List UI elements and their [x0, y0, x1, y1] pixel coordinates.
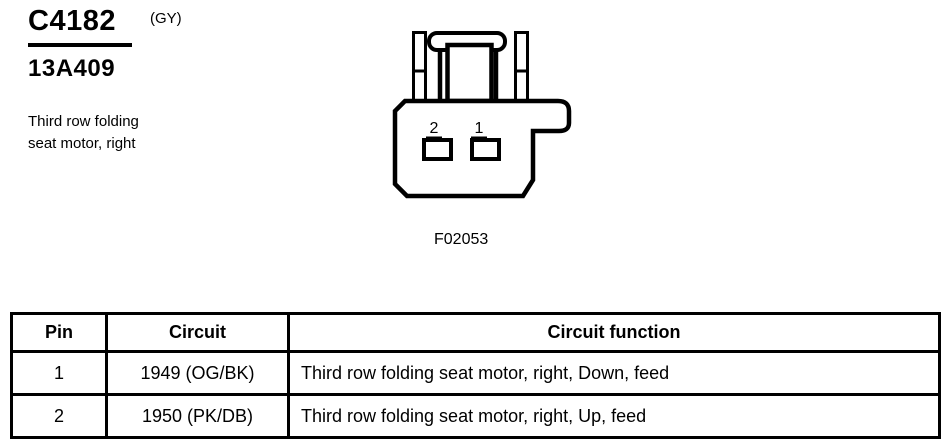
- pin-table-container: Pin Circuit Circuit function 1 1949 (OG/…: [10, 312, 941, 439]
- header-cell-circuit: Circuit: [105, 312, 290, 353]
- header-cell-circuit-function: Circuit function: [287, 312, 941, 353]
- part-number: 13A409: [28, 55, 116, 82]
- pin-cavity-2: [422, 138, 453, 161]
- left-index-rail: [412, 31, 427, 103]
- pin-label-2: 2: [430, 120, 439, 137]
- circuit-function-cell: Third row folding seat motor, right, Up,…: [287, 393, 941, 439]
- header-cell-pin: Pin: [10, 312, 108, 353]
- table-row: 2 1950 (PK/DB) Third row folding seat mo…: [10, 393, 941, 439]
- circuit-cell: 1950 (PK/DB): [105, 393, 290, 439]
- right-index-rail: [514, 31, 529, 103]
- pin-cell: 2: [10, 393, 108, 439]
- connector-color-code: (GY): [150, 10, 182, 27]
- circuit-function-cell: Third row folding seat motor, right, Dow…: [287, 350, 941, 396]
- description-line: seat motor, right: [28, 135, 136, 152]
- header-underline: [28, 43, 132, 47]
- circuit-cell: 1949 (OG/BK): [105, 350, 290, 396]
- description-line: Third row folding: [28, 113, 139, 130]
- table-header-row: Pin Circuit Circuit function: [10, 312, 941, 353]
- figure-label: F02053: [434, 231, 489, 248]
- pin-table: Pin Circuit Circuit function 1 1949 (OG/…: [10, 312, 941, 439]
- pin-label-1: 1: [475, 120, 484, 137]
- pin-cavity-1: [470, 138, 501, 161]
- pin-cell: 1: [10, 350, 108, 396]
- connector-id: C4182: [28, 5, 116, 37]
- connector-description: Third row folding seat motor, right: [28, 111, 139, 155]
- connector-drawing: 2 1: [392, 31, 572, 199]
- latch-tower: [445, 42, 494, 104]
- table-row: 1 1949 (OG/BK) Third row folding seat mo…: [10, 350, 941, 396]
